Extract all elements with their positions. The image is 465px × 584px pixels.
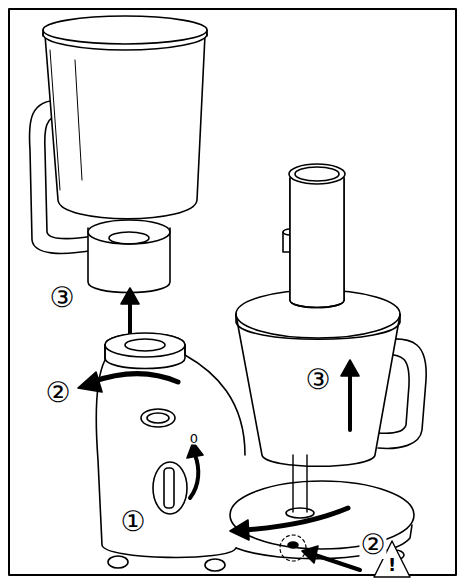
blender-jug [29,16,207,293]
callout-number: ① [119,508,146,536]
frame [9,9,456,575]
callout-number: ③ [304,366,331,394]
lift-arrow [121,288,139,340]
callout-number: ② [359,531,386,559]
dial-turn-arrow [187,442,203,498]
bowl-platform [230,481,414,559]
lift-arrow [341,360,359,430]
callout-number: ③ [48,284,75,312]
warning-mark: ! [387,556,397,574]
callout-number: ② [44,379,71,407]
turn-arrow [78,372,178,392]
warning-callout [280,535,410,577]
processor-bowl [236,164,426,512]
dial-position: 0 [189,432,199,445]
